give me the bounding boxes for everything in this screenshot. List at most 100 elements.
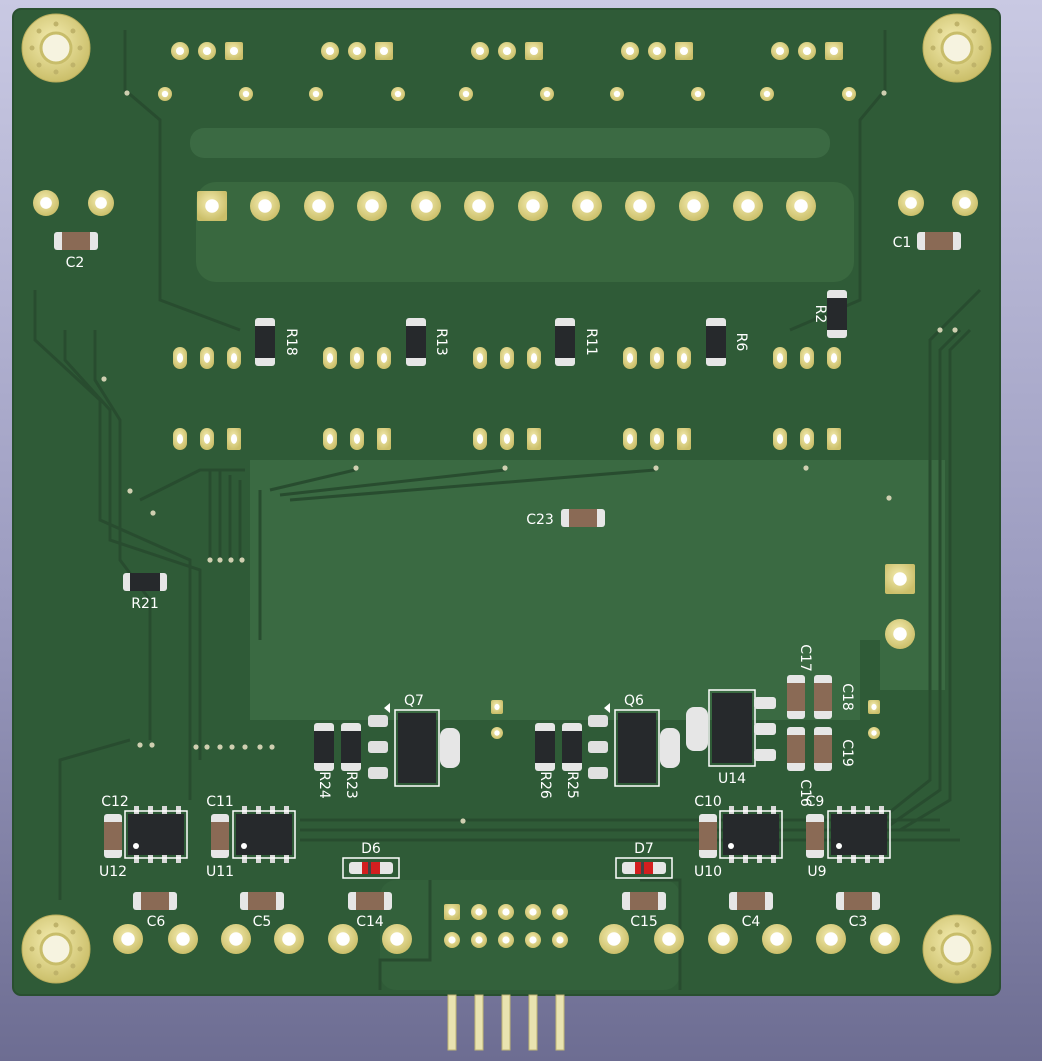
header-pad-11 — [786, 191, 816, 221]
top-connector-3-pin1 — [621, 42, 639, 60]
q-row1-1-b — [350, 347, 364, 369]
silkscreen-label-c3: C3 — [849, 914, 868, 930]
copper-traces — [33, 30, 982, 990]
via — [269, 744, 275, 750]
silkscreen-label-c2: C2 — [66, 255, 85, 271]
silkscreen-label-c12: C12 — [101, 794, 129, 810]
via — [886, 495, 892, 501]
q-row1-1-a — [323, 347, 337, 369]
prog-header-top-4 — [552, 904, 568, 920]
header-pad-2 — [304, 191, 334, 221]
row2-pad-1 — [239, 87, 253, 101]
bottom-pad-6 — [599, 924, 629, 954]
silkscreen-label-c19: C19 — [839, 739, 855, 767]
jumper-q7-pin1 — [491, 700, 503, 714]
capacitor-c11 — [211, 814, 229, 858]
capacitor-c18 — [814, 675, 832, 719]
q-row1-2-a — [473, 347, 487, 369]
header-pad-3 — [357, 191, 387, 221]
q-row1-3-b — [650, 347, 664, 369]
prog-header-top-2 — [498, 904, 514, 920]
row2-pad-4 — [459, 87, 473, 101]
resistor-r25 — [562, 723, 582, 771]
prog-header-bottom-1 — [471, 932, 487, 948]
led-d7 — [615, 857, 673, 879]
q-row2-4-a — [773, 428, 787, 450]
prog-header-bottom-3 — [525, 932, 541, 948]
via — [952, 327, 958, 333]
q-row2-4-b — [800, 428, 814, 450]
jumper-q7-pin2 — [491, 727, 503, 739]
resistor-r26 — [535, 723, 555, 771]
via — [803, 465, 809, 471]
row2-pad-2 — [309, 87, 323, 101]
header-pin-1 — [474, 994, 484, 1051]
q-row1-4-c — [827, 347, 841, 369]
capacitor-c2 — [54, 232, 98, 250]
silkscreen-label-c15: C15 — [630, 914, 658, 930]
q-row2-1-b — [350, 428, 364, 450]
q-row2-3-c — [677, 428, 691, 450]
bottom-pad-8 — [708, 924, 738, 954]
bottom-pad-10 — [816, 924, 846, 954]
resistor-r2 — [827, 290, 847, 338]
via — [127, 488, 133, 494]
prog-header-top-0 — [444, 904, 460, 920]
header-pad-5 — [464, 191, 494, 221]
silkscreen-label-u14: U14 — [718, 771, 746, 787]
via — [502, 465, 508, 471]
bottom-pad-3 — [274, 924, 304, 954]
top-connector-3-pin2 — [648, 42, 666, 60]
q-row2-2-b — [500, 428, 514, 450]
capacitor-c9 — [806, 814, 824, 858]
header-pad-0 — [197, 191, 227, 221]
ic-u10 — [719, 806, 783, 863]
silkscreen-label-r2: R2 — [812, 305, 828, 324]
silkscreen-label-r21: R21 — [131, 596, 159, 612]
q-row1-0-c — [227, 347, 241, 369]
via — [229, 744, 235, 750]
header-pin-4 — [555, 994, 565, 1051]
row2-pad-0 — [158, 87, 172, 101]
top-connector-1-pin1 — [321, 42, 339, 60]
ic-u9 — [827, 806, 891, 863]
bottom-pad-11 — [870, 924, 900, 954]
header-pad-6 — [518, 191, 548, 221]
silkscreen-label-c17: C17 — [797, 644, 813, 672]
c2-pad-left — [33, 190, 59, 216]
header-pad-7 — [572, 191, 602, 221]
bottom-pad-0 — [113, 924, 143, 954]
top-connector-0-pin1 — [171, 42, 189, 60]
resistor-r23 — [341, 723, 361, 771]
silkscreen-label-c5: C5 — [253, 914, 272, 930]
bottom-pad-7 — [654, 924, 684, 954]
silkscreen-label-r11: R11 — [583, 328, 599, 356]
capacitor-c15 — [622, 892, 666, 910]
via — [217, 557, 223, 563]
silkscreen-label-d7: D7 — [634, 841, 654, 857]
q-row1-4-b — [800, 347, 814, 369]
mounting-hole-bottom-right — [922, 914, 992, 984]
prog-header-bottom-2 — [498, 932, 514, 948]
silkscreen-label-d6: D6 — [361, 841, 381, 857]
via — [137, 742, 143, 748]
capacitor-c16 — [787, 727, 805, 771]
copper-pour-top — [190, 128, 830, 158]
silkscreen-label-q6: Q6 — [624, 693, 644, 709]
silkscreen-label-c4: C4 — [742, 914, 761, 930]
top-connector-0-pin3 — [225, 42, 243, 60]
q-row2-0-c — [227, 428, 241, 450]
q-row1-3-a — [623, 347, 637, 369]
q-row2-1-a — [323, 428, 337, 450]
top-connector-3-pin3 — [675, 42, 693, 60]
capacitor-c14 — [348, 892, 392, 910]
via — [460, 818, 466, 824]
mounting-hole-top-left — [21, 13, 91, 83]
silkscreen-label-c18: C18 — [839, 683, 855, 711]
via — [353, 465, 359, 471]
header-pin-2 — [501, 994, 511, 1051]
top-connector-0-pin2 — [198, 42, 216, 60]
row2-pad-7 — [691, 87, 705, 101]
silkscreen-label-r13: R13 — [433, 328, 449, 356]
